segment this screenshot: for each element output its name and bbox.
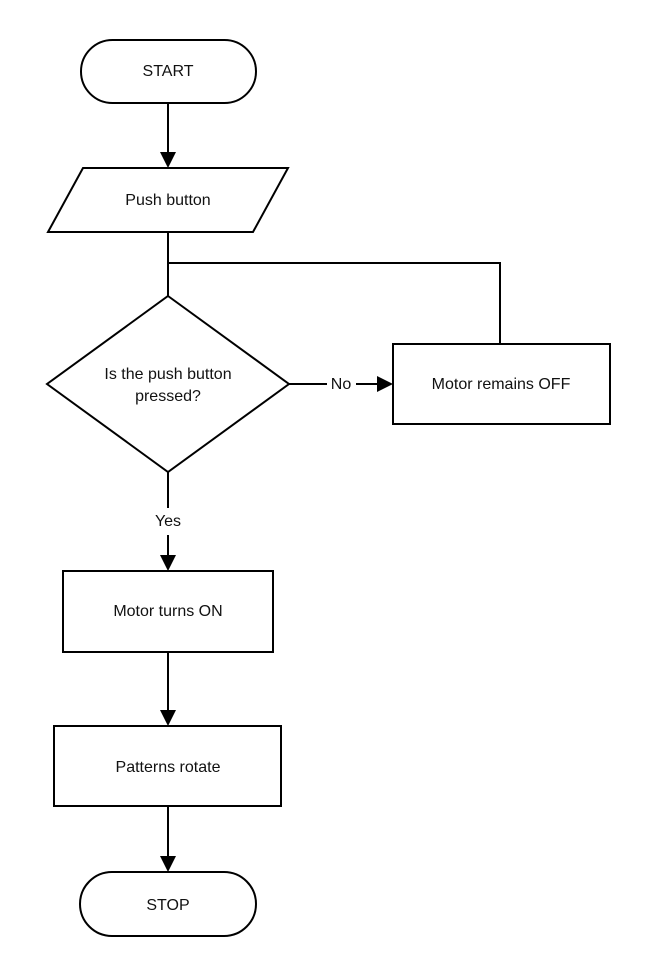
patterns-process-shape	[53, 725, 282, 807]
motor-off-process-shape	[392, 343, 611, 425]
decision-label-line1: Is the push button	[104, 366, 231, 383]
start-node: START	[80, 39, 257, 104]
decision-node: Is the push button pressed?	[45, 294, 291, 474]
motor-off-node: Motor remains OFF	[392, 343, 611, 425]
input-parallelogram-shape	[46, 167, 290, 233]
no-edge-label: No	[331, 376, 352, 393]
motor-on-process-shape	[62, 570, 274, 653]
motor-on-label: Motor turns ON	[113, 603, 222, 620]
patterns-rotate-node: Patterns rotate	[53, 725, 282, 807]
motor-off-label: Motor remains OFF	[432, 376, 571, 393]
arrowhead-patterns	[160, 710, 176, 726]
stop-terminator-shape	[79, 871, 257, 937]
stop-node: STOP	[79, 871, 257, 937]
arrowhead-on	[160, 555, 176, 571]
start-label: START	[143, 63, 194, 80]
arrowhead-stop	[160, 856, 176, 872]
decision-label-line2: pressed?	[135, 388, 201, 405]
patterns-label: Patterns rotate	[116, 759, 221, 776]
decision-diamond-shape	[45, 294, 291, 474]
yes-edge-label: Yes	[155, 513, 181, 530]
start-terminator-shape	[80, 39, 257, 104]
stop-label: STOP	[146, 897, 189, 914]
push-button-input-node: Push button	[46, 167, 290, 233]
edge-loop-back	[168, 262, 501, 344]
connectors	[160, 103, 501, 872]
arrowhead-input	[160, 152, 176, 168]
arrowhead-off	[377, 376, 393, 392]
push-button-label: Push button	[125, 192, 210, 209]
motor-on-node: Motor turns ON	[62, 570, 274, 653]
